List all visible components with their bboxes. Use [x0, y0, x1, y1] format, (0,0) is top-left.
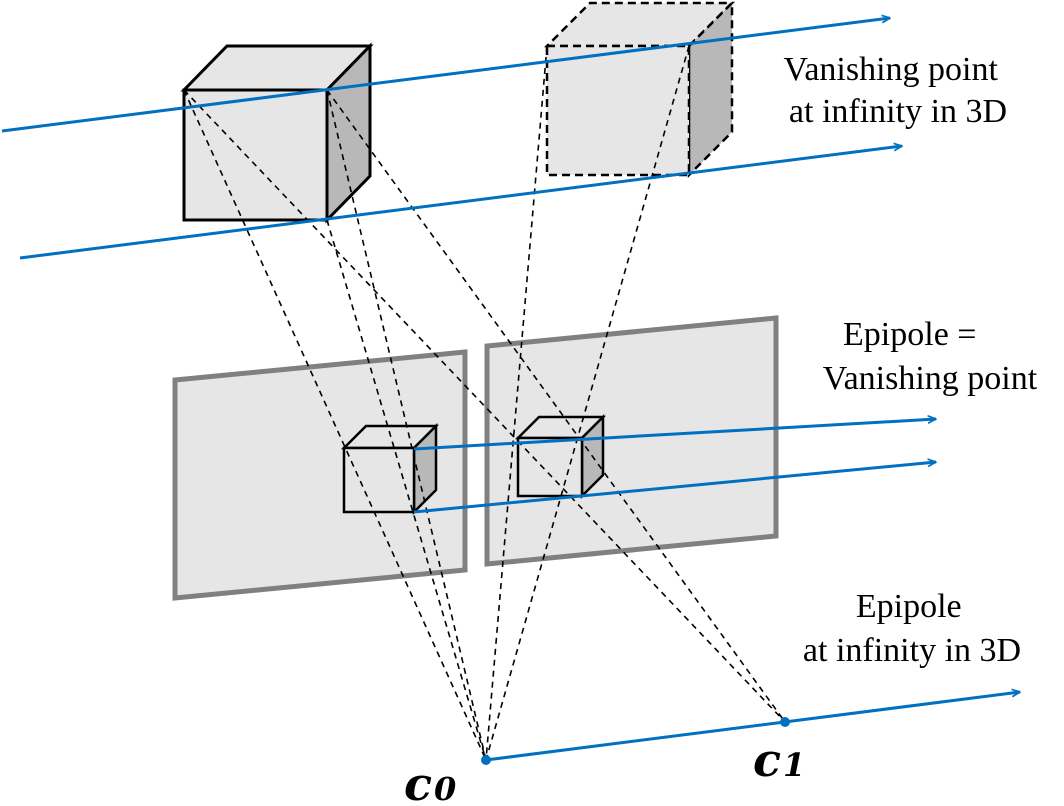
label-vanishing-point-line2: at infinity in 3D	[789, 93, 1007, 130]
camera-label-c0-sub: 0	[434, 770, 456, 806]
projection-rays	[183, 45, 786, 761]
label-epipole-equals-line1: Epipole =	[843, 316, 976, 353]
label-epipole-infinity: Epipole at infinity in 3D	[803, 588, 1021, 669]
camera-label-c1-sub: 1	[783, 746, 805, 784]
cube-dashed-3d	[543, 0, 736, 179]
cube-projection-right	[514, 413, 607, 500]
label-epipole-equals: Epipole = Vanishing point	[823, 316, 1038, 397]
label-epipole-infinity-line2: at infinity in 3D	[803, 632, 1021, 669]
label-epipole-infinity-line1: Epipole	[856, 588, 962, 625]
camera-center-c0	[481, 755, 491, 765]
camera-label-c0: c0	[404, 757, 456, 806]
camera-label-c1-base: c	[753, 733, 781, 787]
camera-label-c0-base: c	[404, 757, 432, 806]
label-epipole-equals-line2: Vanishing point	[823, 360, 1038, 397]
camera-label-c1: c1	[753, 733, 805, 787]
label-vanishing-point-line1: Vanishing point	[784, 51, 999, 88]
camera-center-c1	[780, 717, 790, 727]
cube-projection-left	[340, 422, 440, 516]
cube-solid-3d	[180, 42, 374, 224]
label-vanishing-point: Vanishing point at infinity in 3D	[784, 51, 1008, 130]
parallel-lines	[1, 18, 1020, 762]
